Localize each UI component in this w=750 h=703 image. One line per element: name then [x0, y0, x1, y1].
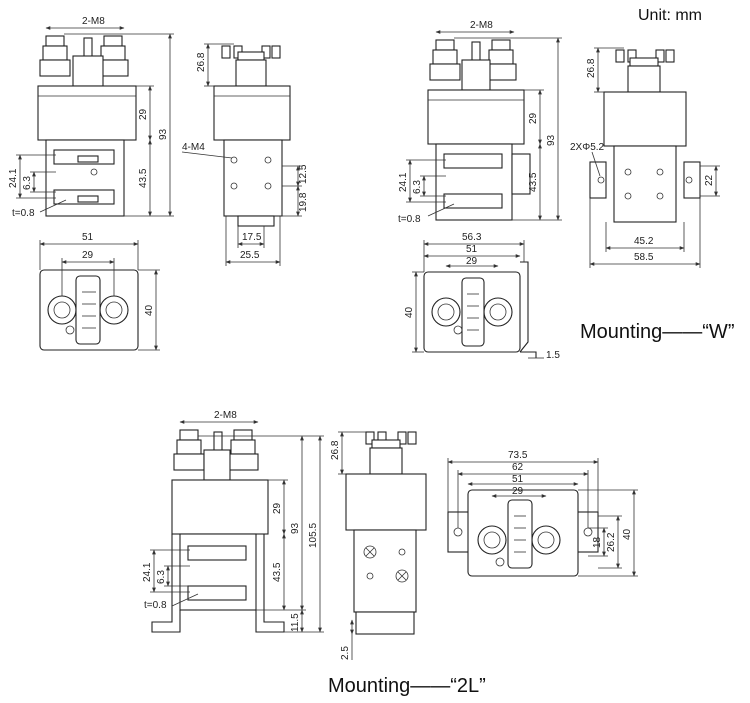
bottom-view-mounting-2l: 73.5 62 51 29 18 26.2 40 [447, 450, 638, 577]
dim-51-b: 51 [466, 244, 478, 255]
dim-29-bottom-b: 29 [466, 256, 478, 267]
dim-56-3: 56.3 [462, 232, 482, 243]
dim-24-1-c: 24.1 [142, 562, 153, 582]
dim-93-c: 93 [290, 522, 301, 534]
dim-43-5-a: 43.5 [138, 168, 149, 188]
dim-40-c: 40 [622, 528, 633, 540]
dim-22: 22 [704, 174, 715, 186]
dim-17-5: 17.5 [242, 232, 262, 243]
dim-40-a: 40 [144, 304, 155, 316]
dim-t08-c: t=0.8 [144, 600, 167, 611]
dim-40-b: 40 [404, 306, 415, 318]
dim-29-a: 29 [138, 108, 149, 120]
dim-24-1-a: 24.1 [8, 168, 19, 188]
bottom-view-mounting-w: 56.3 51 29 40 1.5 [404, 232, 560, 361]
dim-51-a: 51 [82, 232, 94, 243]
dim-26-8-b: 26.8 [586, 58, 597, 78]
dim-26-8-c: 26.8 [330, 440, 341, 460]
dim-45-2: 45.2 [634, 236, 654, 247]
side-view-mounting-w: 26.8 22 2XΦ5.2 45.2 58.5 [570, 47, 720, 268]
dim-2-m8-b: 2-M8 [470, 20, 493, 31]
dim-4-m4: 4-M4 [182, 142, 205, 153]
dim-6-3-c: 6.3 [156, 570, 167, 584]
dim-51-c: 51 [512, 474, 524, 485]
dim-58-5: 58.5 [634, 252, 654, 263]
unit-label: Unit: mm [638, 7, 702, 24]
dim-62: 62 [512, 462, 524, 473]
side-view-mounting-2l: 26.8 2.5 [330, 431, 427, 660]
dim-25-5: 25.5 [240, 250, 260, 261]
dim-2-5: 2.5 [340, 646, 351, 660]
mounting-w-label: Mounting——“W” [580, 321, 734, 343]
bottom-view-standard: 51 29 40 [39, 232, 160, 351]
mounting-2l-label: Mounting——“2L” [328, 675, 486, 697]
dim-29-bottom-a: 29 [82, 250, 94, 261]
dim-t08-a: t=0.8 [12, 208, 35, 219]
dim-43-5-c: 43.5 [272, 562, 283, 582]
dim-26-8-a: 26.8 [196, 52, 207, 72]
front-view-mounting-w: 2-M8 29 43.5 93 24.1 6.3 t=0.8 [398, 20, 562, 225]
dim-29-bottom-c: 29 [512, 486, 524, 497]
dim-hole-5-2: 2XΦ5.2 [570, 142, 605, 153]
dim-2-m8-a: 2-M8 [82, 16, 105, 27]
dim-11-5: 11.5 [290, 613, 301, 632]
dim-6-3-b: 6.3 [412, 180, 423, 194]
dim-18: 18 [592, 536, 603, 548]
dim-24-1-b: 24.1 [398, 172, 409, 192]
dim-43-5-b: 43.5 [528, 172, 539, 192]
side-view-standard: 26.8 12.5 19.8 4-M4 17.5 25.5 [181, 43, 309, 266]
dim-29-b: 29 [528, 112, 539, 124]
dim-1-5: 1.5 [546, 350, 560, 361]
dim-93-a: 93 [158, 128, 169, 140]
dim-6-3-a: 6.3 [22, 176, 33, 190]
dim-73-5: 73.5 [508, 450, 528, 461]
dim-26-2: 26.2 [606, 532, 617, 552]
front-view-standard: 2-M8 29 43.5 93 24.1 6.3 t=0.8 [8, 16, 174, 219]
dim-93-b: 93 [546, 134, 557, 146]
dim-2-m8-c: 2-M8 [214, 410, 237, 421]
dim-29-c: 29 [272, 502, 283, 514]
dim-t08-b: t=0.8 [398, 214, 421, 225]
dim-105-5: 105.5 [308, 523, 319, 548]
dim-12-5: 12.5 [298, 164, 309, 184]
front-view-mounting-2l: 2-M8 29 43.5 93 105.5 11.5 24.1 6.3 t=0.… [142, 410, 324, 633]
dim-19-8: 19.8 [298, 192, 309, 212]
